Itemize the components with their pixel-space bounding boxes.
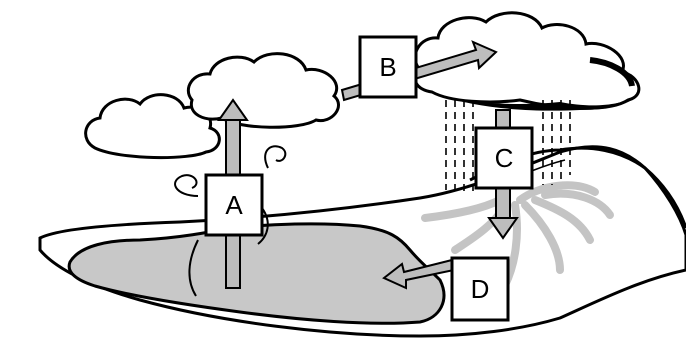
label-d: D <box>450 256 510 322</box>
label-b: B <box>358 35 418 99</box>
cloud-icon <box>186 52 340 129</box>
cloud-icon <box>84 93 221 160</box>
label-d-text: D <box>471 274 490 304</box>
label-c-text: C <box>495 143 514 173</box>
label-a-text: A <box>225 190 243 220</box>
arrow-icon <box>382 258 456 290</box>
label-c: C <box>474 126 534 190</box>
rain-icon <box>445 100 571 195</box>
label-b-text: B <box>379 52 396 82</box>
vapor-wisp-icon <box>174 145 287 297</box>
label-a: A <box>204 173 264 237</box>
storm-cloud-icon <box>413 11 641 111</box>
